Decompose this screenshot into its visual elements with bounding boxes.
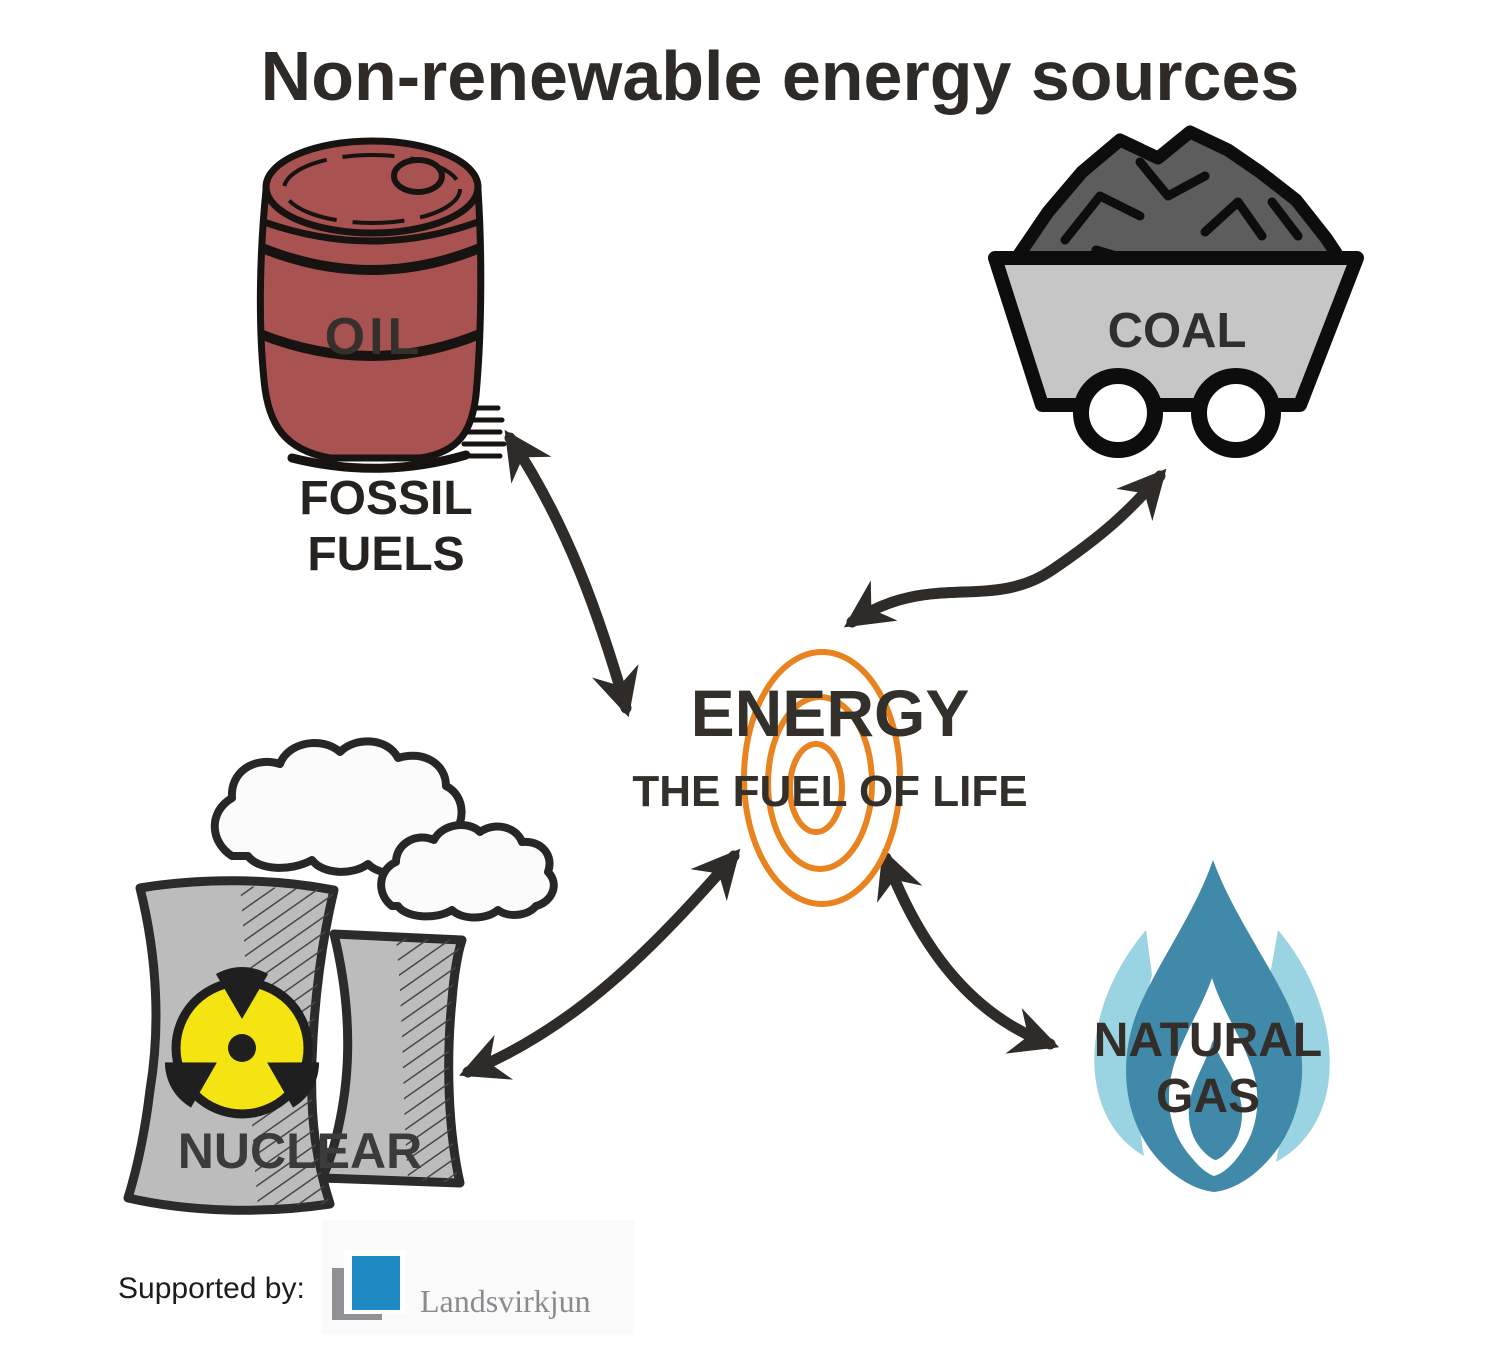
arrow-energy-gas xyxy=(877,848,1060,1054)
gas-flame-icon: NATURAL GAS xyxy=(1094,860,1330,1192)
page-title: Non-renewable energy sources xyxy=(261,37,1300,115)
cloud-right xyxy=(377,821,558,922)
natural-gas-label-line1: NATURAL xyxy=(1094,1014,1322,1067)
energy-heading: ENERGY xyxy=(691,676,970,750)
arrow-energy-fossil xyxy=(504,429,639,718)
nuclear-label: NUCLEAR xyxy=(178,1123,422,1179)
radiation-symbol-icon xyxy=(164,967,320,1119)
fossil-fuels-label-line1: FOSSIL xyxy=(299,472,472,525)
fossil-fuels-label-line2: FUELS xyxy=(307,528,464,581)
flame-inner-core xyxy=(1188,1040,1242,1160)
oil-barrel-icon: OIL xyxy=(256,137,507,473)
cloud-left xyxy=(210,737,466,877)
energy-spiral-icon xyxy=(741,649,903,907)
supported-by-label: Supported by: xyxy=(118,1272,305,1305)
oil-barrel-text: OIL xyxy=(325,308,424,366)
coal-cart-icon: COAL xyxy=(988,125,1364,458)
sponsor-name: Landsvirkjun xyxy=(420,1283,591,1319)
arrow-energy-coal xyxy=(843,468,1167,628)
connector-arrows xyxy=(459,429,1167,1080)
coal-cart-text: COAL xyxy=(1108,304,1247,358)
nuclear-plant-icon: NUCLEAR xyxy=(123,737,558,1215)
arrow-energy-nuclear xyxy=(459,848,741,1080)
footer: Supported by: Landsvirkjun xyxy=(118,1220,634,1334)
natural-gas-label-line2: GAS xyxy=(1156,1070,1260,1123)
energy-subheading: THE FUEL OF LIFE xyxy=(632,767,1027,816)
landsvirkjun-logo xyxy=(332,1250,406,1320)
